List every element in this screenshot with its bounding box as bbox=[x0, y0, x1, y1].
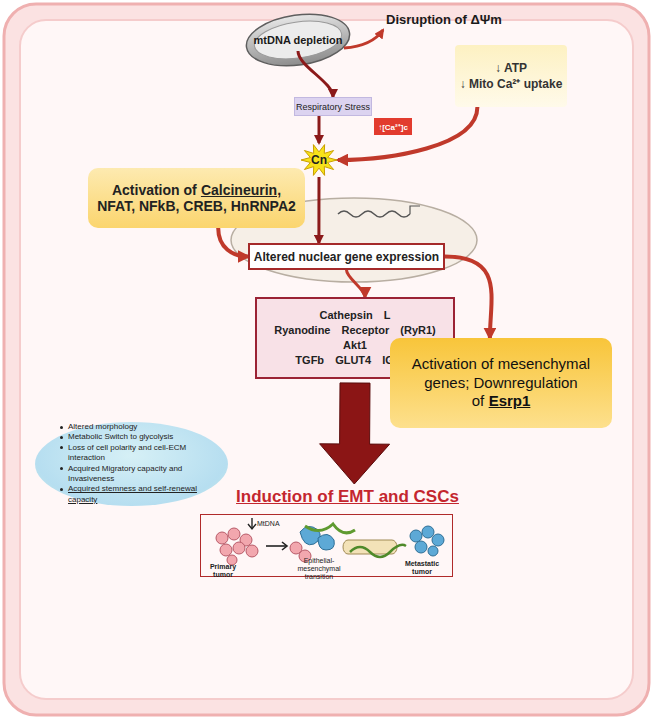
pathway-box: Activation ofCalcineurin,NFAT, NFkB, CRE… bbox=[88, 168, 305, 228]
calcium-box: ↑[Ca²⁺]c bbox=[374, 118, 412, 135]
box-text: Calcineurin, bbox=[201, 182, 281, 198]
box-text: ↓ ATP bbox=[495, 61, 527, 75]
emt-panel: Induction of EMT and CSCsMtDNAPrimary tu… bbox=[200, 487, 453, 579]
box-text: mtDNA depletion bbox=[254, 34, 343, 46]
curved-arrow bbox=[344, 30, 383, 48]
effect-box: ↓ ATP ↓ Mito Ca²⁺ uptake bbox=[455, 45, 567, 107]
box-text: Ryanodine Receptor (RyR1) bbox=[274, 324, 435, 336]
features-ellipse: Altered morphologyMetabolic Switch to gl… bbox=[35, 422, 228, 506]
box-text: Altered nuclear gene expression bbox=[254, 250, 439, 264]
inner-frame bbox=[20, 20, 633, 699]
flow-arrow bbox=[318, 116, 321, 143]
transcription-mark bbox=[410, 206, 420, 214]
text-line: Cathepsin L bbox=[320, 308, 391, 323]
box-text: Metabolic Switch to glycolysis bbox=[59, 432, 173, 442]
text-line: Respiratory Stress bbox=[296, 102, 370, 112]
outer-frame bbox=[4, 4, 649, 715]
box-text: MtDNA bbox=[257, 520, 287, 528]
box-text: Altered morphology bbox=[59, 422, 137, 432]
text-line: Altered nuclear gene expression bbox=[254, 250, 439, 264]
box-text: Metastatic tumor bbox=[396, 560, 448, 576]
box-text: NFAT, NFkB, CREB, HnRNPA2 bbox=[97, 198, 296, 214]
stress-box: Respiratory Stress bbox=[294, 97, 372, 116]
flow-arrow bbox=[218, 228, 248, 257]
mitochondrion bbox=[243, 8, 353, 72]
box-text: Cn bbox=[311, 153, 327, 167]
expression-box: Altered nuclear gene expression bbox=[248, 243, 445, 270]
text-line: Cn bbox=[311, 153, 327, 167]
box-text: Epithelial-mesenchymal transition bbox=[288, 557, 350, 581]
box-text: Respiratory Stress bbox=[296, 102, 370, 112]
box-text: Induction of EMT and CSCs bbox=[235, 487, 460, 507]
box-text: ↑[Ca²⁺]c bbox=[378, 123, 408, 132]
mito-label: mtDNA depletion bbox=[250, 29, 346, 51]
box-text: Cathepsin L bbox=[320, 309, 391, 321]
text-line: ↑[Ca²⁺]c bbox=[378, 121, 408, 132]
flow-arrow bbox=[347, 270, 366, 297]
flow-arrow bbox=[298, 51, 333, 97]
flow-arrow bbox=[317, 177, 320, 243]
text-line: Activation ofCalcineurin, bbox=[112, 182, 281, 198]
box-text: Acquired Migratory capacity and Invasive… bbox=[59, 464, 210, 485]
annotation-label: Disruption of ΔΨm bbox=[386, 12, 502, 27]
box-text: Loss of cell polarity and cell-ECM inter… bbox=[59, 443, 210, 464]
text-line: ↓ Mito Ca²⁺ uptake bbox=[460, 75, 563, 92]
block-arrow bbox=[320, 383, 390, 484]
box-text: Akt1 bbox=[343, 339, 367, 351]
text-line: NFAT, NFkB, CREB, HnRNPA2 bbox=[97, 198, 296, 214]
box-text: Esrp1 bbox=[489, 392, 531, 409]
text-line: mtDNA depletion bbox=[254, 34, 343, 46]
mesenchymal-box: Activation of mesenchymal genes; Downreg… bbox=[390, 338, 612, 428]
box-text: Primary tumor bbox=[206, 563, 240, 579]
box-text: ↓ Mito Ca²⁺ uptake bbox=[460, 77, 563, 91]
text-line: ↓ ATP bbox=[495, 61, 527, 75]
box-text: Activation of bbox=[112, 182, 197, 198]
dna-strand bbox=[338, 211, 410, 217]
text-line: Akt1 bbox=[343, 338, 367, 353]
text-line: Activation of mesenchymal genes; Downreg… bbox=[398, 355, 604, 411]
calcineurin-star: Cn bbox=[300, 143, 338, 177]
box-text: Acquired stemness and self-renewal capac… bbox=[59, 484, 210, 505]
text-line: Ryanodine Receptor (RyR1) bbox=[274, 323, 435, 338]
